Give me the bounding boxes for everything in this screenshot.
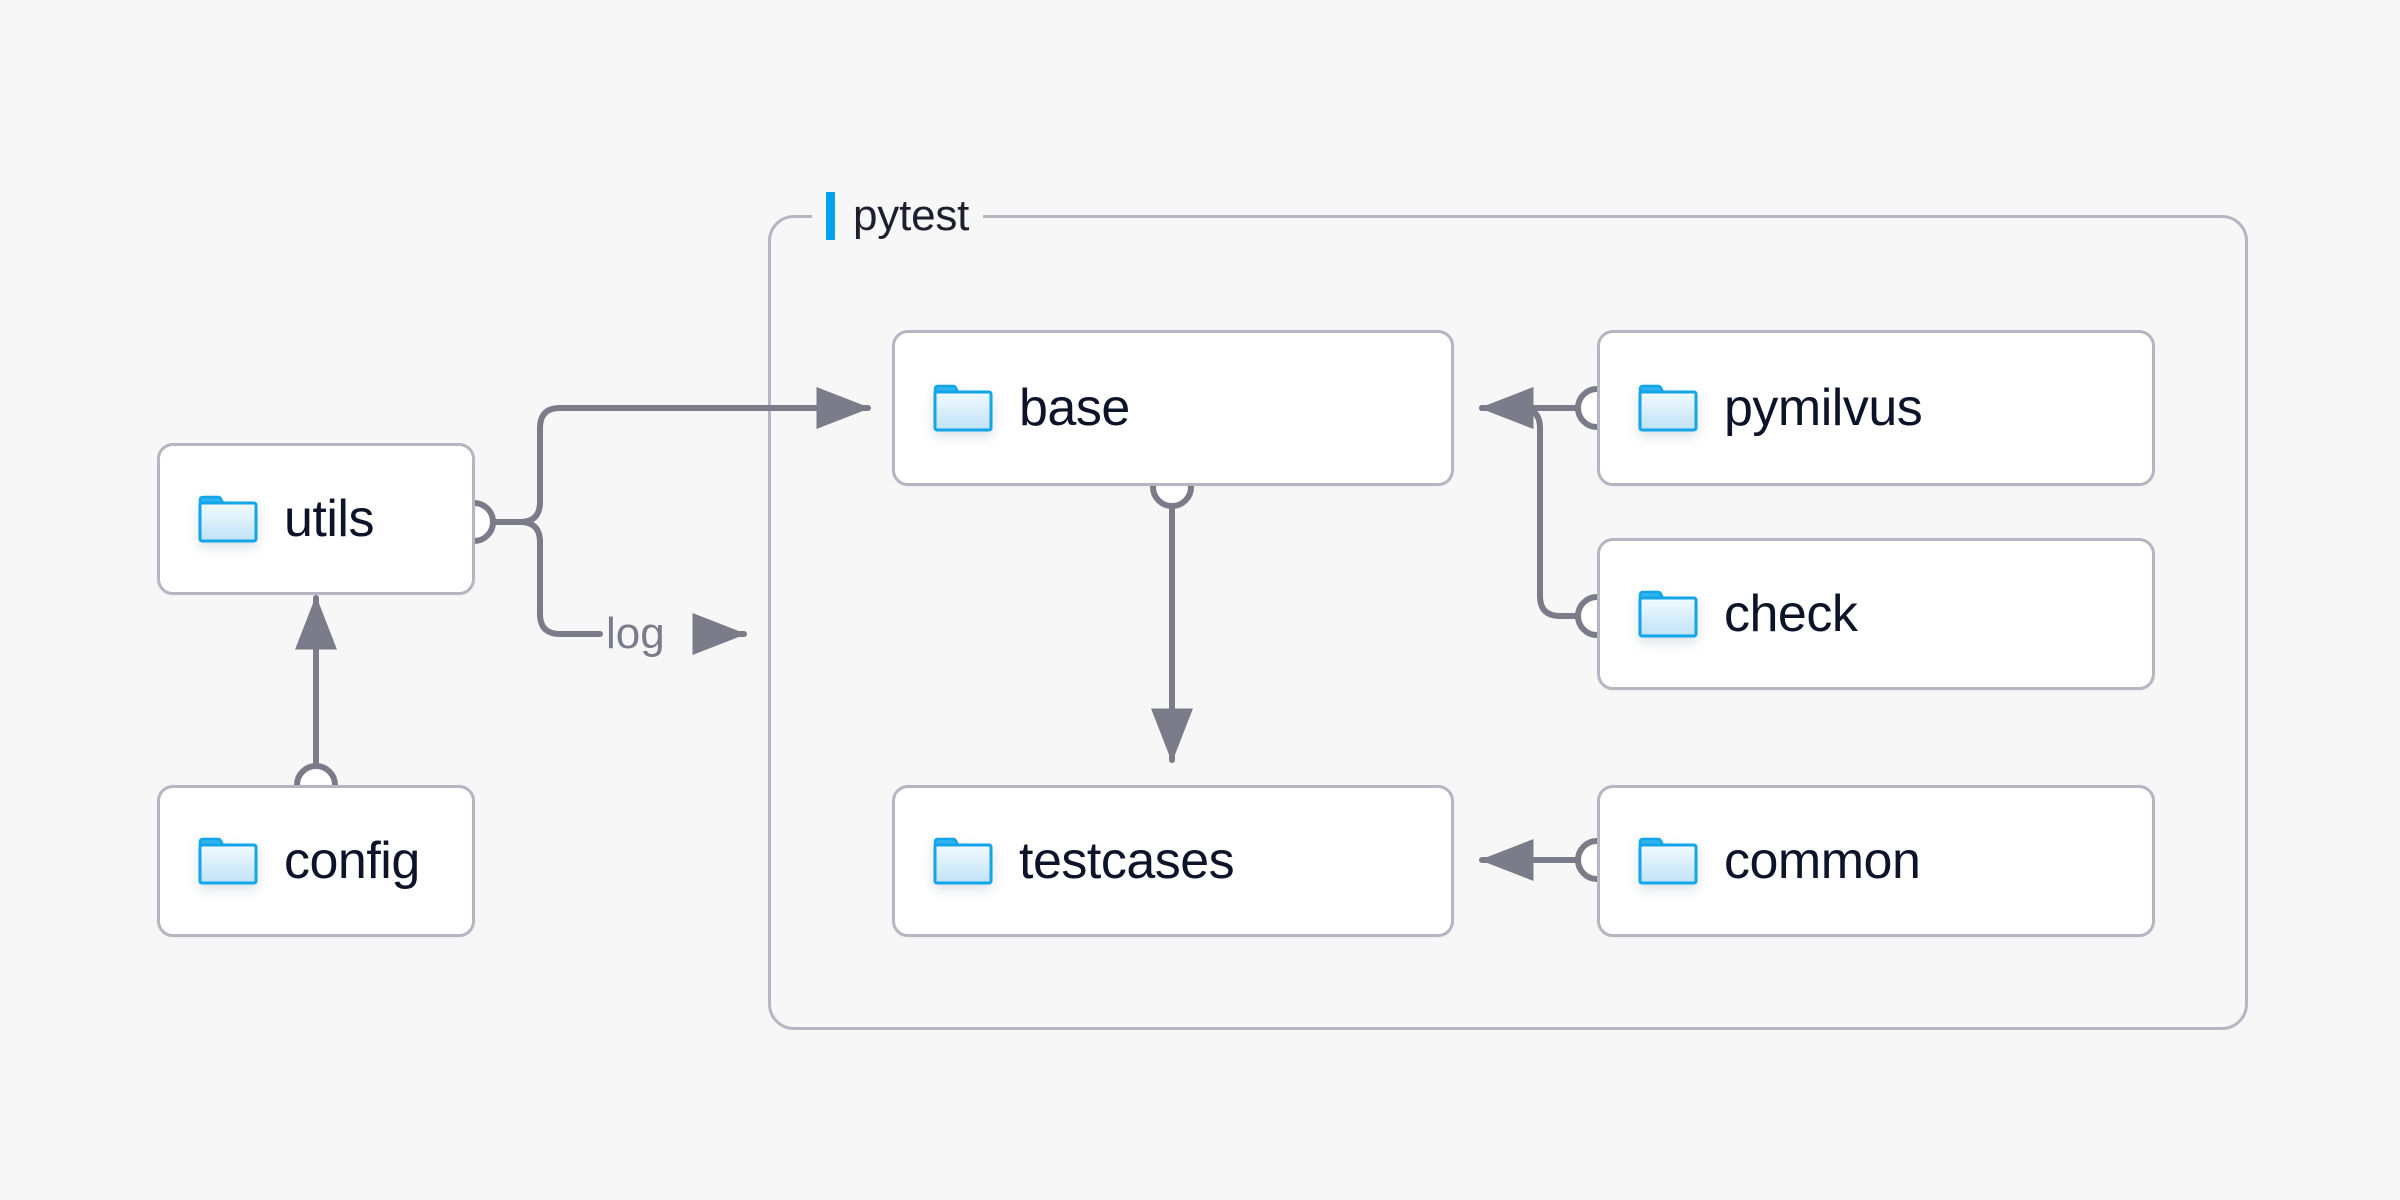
- node-label: testcases: [1019, 832, 1235, 890]
- folder-icon: [1638, 589, 1698, 639]
- node-check[interactable]: check: [1597, 538, 2155, 690]
- node-label: base: [1019, 379, 1130, 437]
- edge-utils-log: [493, 519, 603, 637]
- node-common[interactable]: common: [1597, 785, 2155, 937]
- folder-icon: [933, 836, 993, 886]
- group-accent-bar: [826, 192, 835, 240]
- node-label: utils: [284, 490, 374, 548]
- node-config[interactable]: config: [157, 785, 475, 937]
- edge-label-log: log: [606, 609, 665, 658]
- folder-icon: [198, 836, 258, 886]
- folder-icon: [933, 383, 993, 433]
- node-base[interactable]: base: [892, 330, 1454, 486]
- node-pymilvus[interactable]: pymilvus: [1597, 330, 2155, 486]
- node-label: config: [284, 832, 420, 890]
- folder-icon: [1638, 836, 1698, 886]
- node-testcases[interactable]: testcases: [892, 785, 1454, 937]
- folder-icon: [1638, 383, 1698, 433]
- group-label-text: pytest: [853, 191, 970, 240]
- folder-icon: [198, 494, 258, 544]
- node-label: pymilvus: [1724, 379, 1923, 437]
- node-label: check: [1724, 585, 1858, 643]
- pytest-group-label: pytest: [812, 190, 984, 242]
- node-utils[interactable]: utils: [157, 443, 475, 595]
- pytest-group-container[interactable]: [768, 215, 2248, 1030]
- node-label: common: [1724, 832, 1921, 890]
